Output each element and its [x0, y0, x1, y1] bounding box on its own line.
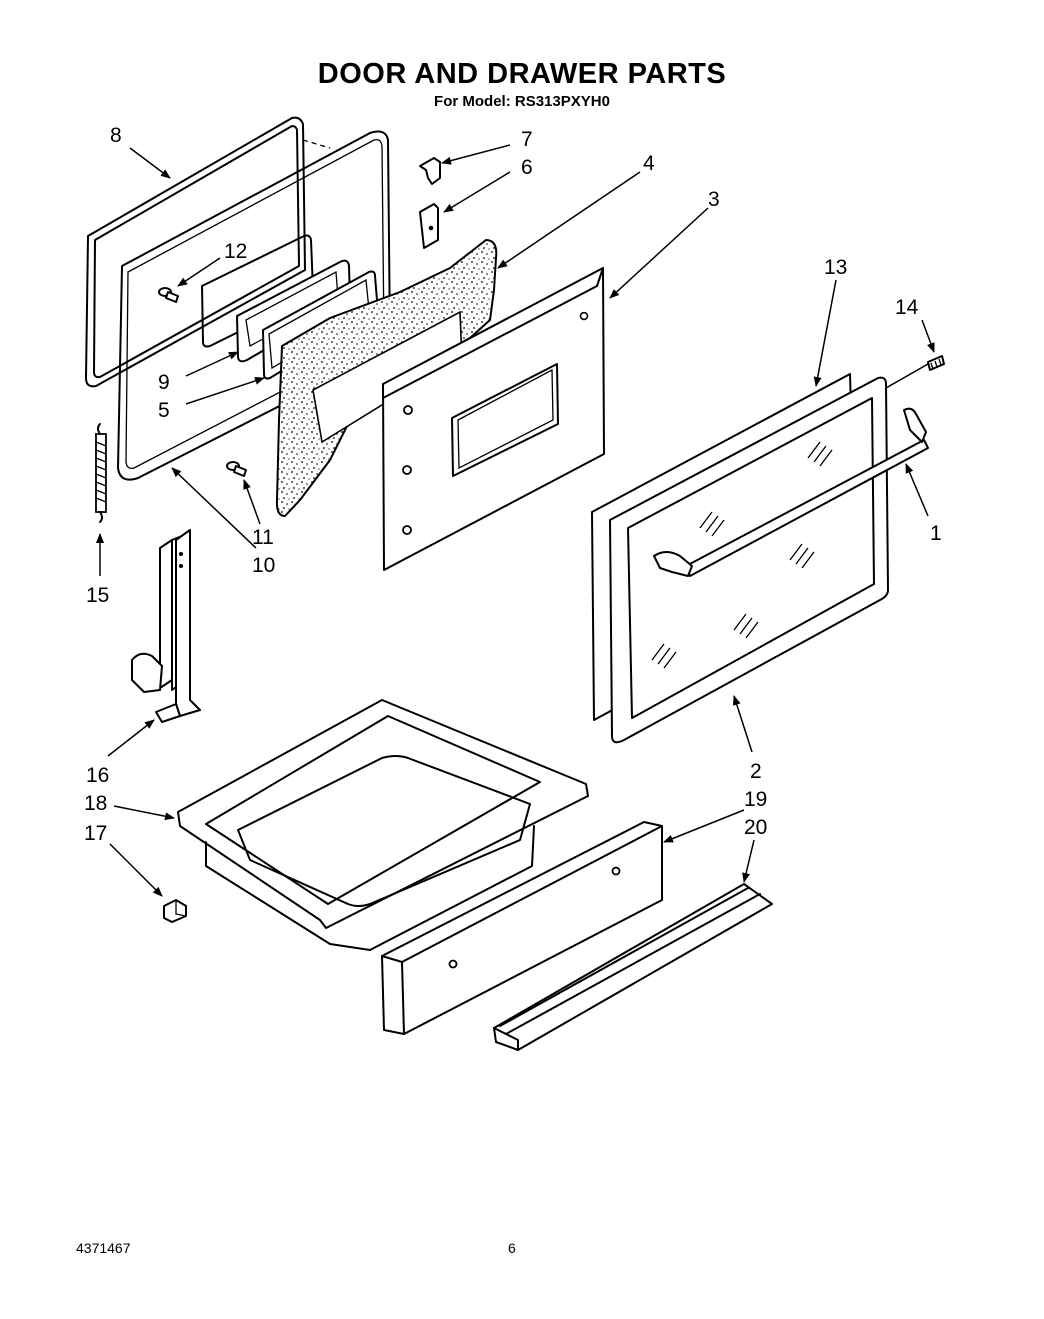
- document-number: 4371467: [76, 1240, 131, 1256]
- callout-19: 19: [744, 788, 767, 811]
- callout-9: 9: [158, 371, 170, 394]
- part-19-drawer-front: [381, 821, 663, 1035]
- part-11-screw: [226, 461, 247, 477]
- callout-7: 7: [521, 128, 533, 151]
- model-subtitle: For Model: RS313PXYH0: [434, 93, 610, 110]
- part-16-hinge: [131, 529, 201, 723]
- callout-12: 12: [224, 240, 247, 263]
- part-18-drawer-pan: [177, 699, 589, 951]
- part-7-bracket: [419, 157, 441, 185]
- callout-6: 6: [521, 156, 533, 179]
- callout-10: 10: [252, 554, 275, 577]
- callout-16: 16: [86, 764, 109, 787]
- callout-13: 13: [824, 256, 847, 279]
- callout-11: 11: [252, 526, 274, 549]
- callout-15: 15: [86, 584, 109, 607]
- callout-8: 8: [110, 124, 122, 147]
- page-number: 6: [508, 1240, 516, 1256]
- part-14-screw: [927, 355, 945, 371]
- callout-20: 20: [744, 816, 767, 839]
- page-title: DOOR AND DRAWER PARTS: [317, 58, 727, 90]
- part-1-handle: [653, 407, 929, 577]
- part-2-door-frame: [609, 376, 889, 744]
- leader-lines: [96, 144, 935, 897]
- callout-5: 5: [158, 399, 170, 422]
- part-6-bracket: [419, 203, 439, 249]
- callout-1: 1: [930, 522, 942, 545]
- callout-labels: 1 2 3 4 5 6 7 8 9 10 11 12 13 14 15 16 1…: [84, 124, 942, 845]
- callout-2: 2: [750, 760, 762, 783]
- part-15-spring: [95, 423, 107, 523]
- callout-14: 14: [895, 296, 919, 319]
- part-20-drawer-trim: [493, 883, 773, 1051]
- part-17-drawer-stop: [163, 899, 187, 923]
- callout-4: 4: [643, 152, 655, 175]
- callout-17: 17: [84, 822, 107, 845]
- part-12-screw: [158, 287, 179, 303]
- part-3-outer-door-panel: [382, 267, 605, 571]
- callout-3: 3: [708, 188, 720, 211]
- part-8-door-gasket: [85, 116, 331, 388]
- callout-18: 18: [84, 792, 107, 815]
